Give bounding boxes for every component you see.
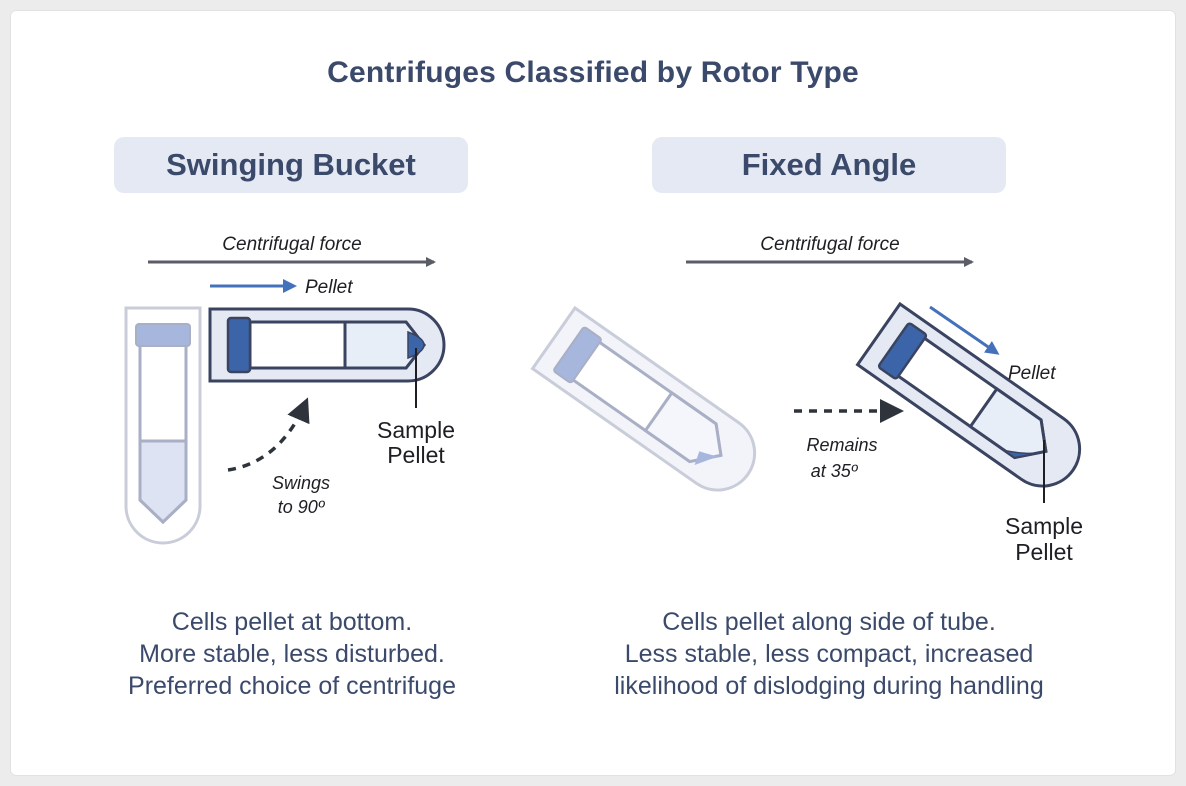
caption-line: Less stable, less compact, increased	[624, 640, 1034, 668]
swing-motion-arrow	[227, 397, 310, 472]
caption-line: More stable, less disturbed.	[139, 640, 445, 668]
fixed-angle-caption: Cells pellet along side of tube. Less st…	[589, 606, 1069, 702]
tube-cap	[226, 316, 252, 374]
remains-label-line2: at 35º	[811, 461, 859, 481]
caption-line: Preferred choice of centrifuge	[128, 672, 456, 700]
tube-cap-right	[877, 322, 928, 380]
caption-line: Cells pellet along side of tube.	[662, 608, 996, 636]
fixed-angle-label: Fixed Angle	[652, 137, 1006, 193]
horizontal-bucket	[208, 307, 446, 383]
swing-label-line1: Swings	[272, 473, 330, 493]
diagram-title: Centrifuges Classified by Rotor Type	[327, 56, 859, 89]
swinging-bucket-label: Swinging Bucket	[114, 137, 468, 193]
sample-pellet-right	[1004, 449, 1047, 459]
remains-label-line1: Remains	[806, 435, 877, 455]
swing-label-line2: to 90º	[278, 497, 326, 517]
pellet-arrow-label-right: Pellet	[1008, 363, 1056, 384]
sample-pellet-label-left-line2: Pellet	[387, 442, 445, 468]
sample-pellet-label-right-line1: Sample	[1005, 513, 1083, 539]
fixed-angle-diagram: Centrifugal force Remains at 35º Pellet …	[530, 234, 1083, 565]
fixed-angle-tube-faded	[530, 305, 757, 492]
swinging-bucket-caption: Cells pellet at bottom. More stable, les…	[52, 606, 532, 702]
tube-cap-faded	[135, 323, 191, 347]
caption-line: likelihood of dislodging during handling	[614, 672, 1044, 700]
sample-pellet-label-right-line2: Pellet	[1015, 539, 1073, 565]
sample-pellet-left	[407, 330, 425, 360]
pellet-arrow-label-left: Pellet	[305, 277, 353, 298]
centrifugal-force-label-right: Centrifugal force	[760, 234, 899, 255]
vertical-bucket-faded	[124, 306, 202, 545]
caption-line: Cells pellet at bottom.	[171, 608, 413, 636]
pellet-direction-arrow-right	[929, 305, 1000, 355]
tube-cap-faded-right	[553, 326, 602, 384]
centrifugal-force-label-left: Centrifugal force	[222, 234, 361, 255]
fixed-angle-tube	[855, 301, 1082, 488]
swinging-bucket-diagram: Centrifugal force Pellet Sample Pellet S…	[124, 234, 455, 545]
sample-pellet-label-left-line1: Sample	[377, 417, 455, 443]
